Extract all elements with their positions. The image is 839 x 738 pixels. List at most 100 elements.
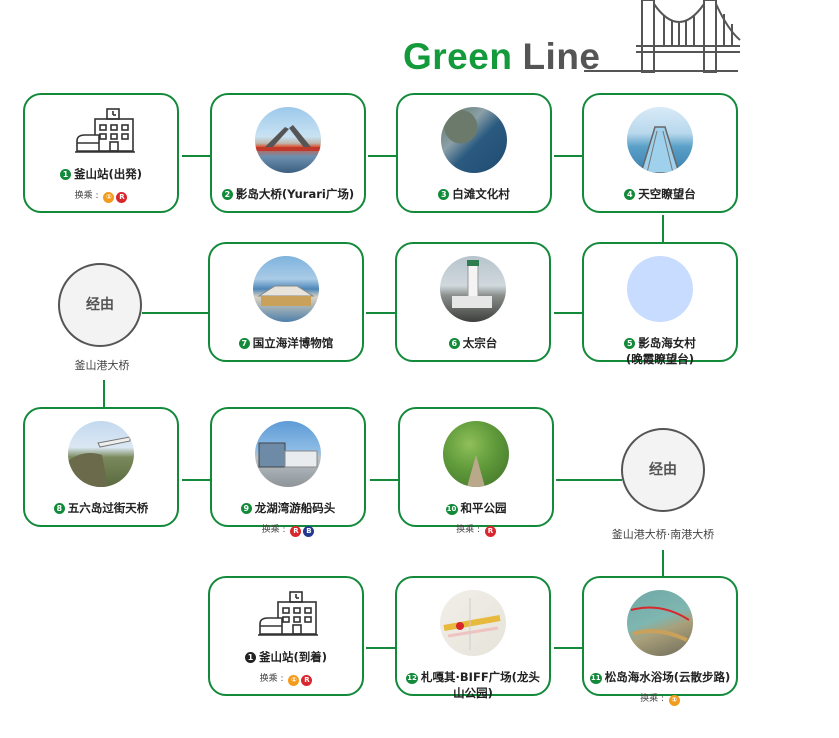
train-station-icon bbox=[75, 108, 135, 153]
suspension-bridge-icon bbox=[636, 0, 741, 73]
station-number-badge: 2 bbox=[221, 189, 233, 200]
connector bbox=[662, 550, 664, 576]
connector bbox=[554, 155, 584, 157]
connector bbox=[366, 312, 396, 314]
connector bbox=[554, 312, 584, 314]
skywalk-photo bbox=[627, 107, 693, 173]
station-name-text: 影岛海女村 bbox=[638, 336, 696, 350]
title-underline bbox=[584, 70, 738, 72]
connector bbox=[103, 380, 105, 408]
connector bbox=[366, 647, 396, 649]
terminal-photo bbox=[255, 421, 321, 487]
museum-photo bbox=[253, 256, 319, 322]
station-number-badge: 3 bbox=[438, 189, 450, 200]
beach-walkway-photo bbox=[627, 590, 693, 656]
transfer-badge-orange: ① bbox=[103, 192, 115, 203]
coastal-village-photo bbox=[441, 107, 507, 173]
via-circle: 经由 bbox=[621, 428, 705, 512]
transfer-badge-red: R bbox=[116, 192, 128, 203]
via-caption: 釜山港大桥 bbox=[74, 359, 130, 372]
station-number-badge: 10 bbox=[445, 504, 458, 515]
transfer-label: 换乘 : bbox=[640, 694, 665, 704]
lighthouse-photo bbox=[440, 256, 506, 322]
station-name-text: 松岛海水浴场(云散步路) bbox=[604, 670, 731, 684]
map-photo bbox=[440, 590, 506, 656]
via-caption: 釜山港大桥·南港大桥 bbox=[611, 528, 715, 541]
transfer-badge-red: R bbox=[301, 675, 313, 686]
station-name-text: 釜山站(到着) bbox=[258, 650, 327, 664]
transfer-badge-red: R bbox=[484, 526, 496, 537]
transfer-label: 换乘 : bbox=[261, 525, 286, 535]
transfer-label: 换乘 : bbox=[74, 191, 99, 201]
transfer-badge-red: R bbox=[290, 526, 302, 537]
connector bbox=[556, 479, 622, 481]
park-photo bbox=[443, 421, 509, 487]
station-name-text: 白滩文化村 bbox=[452, 187, 510, 201]
station-number-badge: 1 bbox=[244, 652, 256, 663]
connector bbox=[368, 155, 398, 157]
station-name-text: 龙湖湾游船码头 bbox=[254, 501, 336, 515]
station-name-text: 釜山站(出発) bbox=[73, 167, 142, 181]
station-number-badge: 11 bbox=[589, 673, 602, 684]
via-circle: 经由 bbox=[58, 263, 142, 347]
transfer-label: 换乘 : bbox=[259, 674, 284, 684]
transfer-label: 换乘 : bbox=[456, 525, 481, 535]
transfer-info: 换乘 : ① bbox=[584, 693, 736, 706]
station-number-badge: 5 bbox=[624, 338, 636, 349]
connector bbox=[554, 647, 584, 649]
train-station-icon bbox=[258, 591, 318, 636]
station-number-badge: 6 bbox=[448, 338, 460, 349]
station-name-text: 影岛大桥(Yurari广场) bbox=[235, 187, 355, 201]
connector bbox=[182, 479, 212, 481]
station-number-badge: 1 bbox=[59, 169, 71, 180]
station-name-subtext: (晚霞瞭望台) bbox=[625, 352, 694, 366]
station-name-text: 札嘎其·BIFF广场(龙头 bbox=[421, 670, 540, 684]
station-number-badge: 8 bbox=[53, 503, 65, 514]
station-name-subtext: 山公园) bbox=[453, 686, 493, 700]
cliff-skywalk-photo bbox=[68, 421, 134, 487]
drawbridge-photo bbox=[255, 107, 321, 173]
transfer-info: 换乘 : R bbox=[400, 524, 552, 537]
station-number-badge: 4 bbox=[624, 189, 636, 200]
station-name-text: 和平公园 bbox=[460, 501, 507, 515]
station-number-badge: 9 bbox=[240, 503, 252, 514]
connector bbox=[370, 479, 400, 481]
transfer-badge-blue: B bbox=[303, 526, 315, 537]
station-name-text: 国立海洋博物馆 bbox=[252, 336, 334, 350]
connector bbox=[662, 215, 664, 243]
station-number-badge: 12 bbox=[406, 673, 419, 684]
station-name-text: 天空瞭望台 bbox=[638, 187, 696, 201]
connector bbox=[182, 155, 212, 157]
transfer-badge-orange: ① bbox=[288, 675, 300, 686]
transfer-badge-orange: ① bbox=[668, 695, 680, 706]
